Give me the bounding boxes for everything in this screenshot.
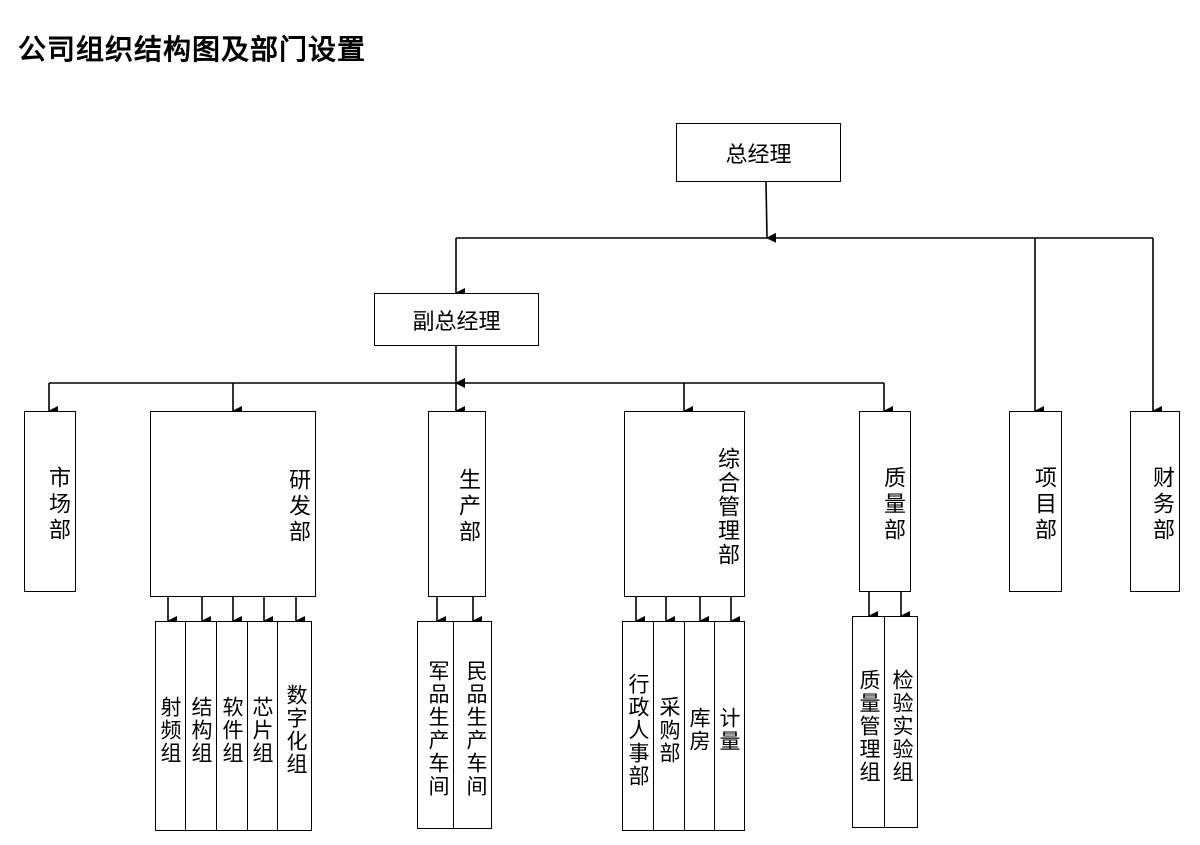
node-label: 市场部 [45, 465, 70, 544]
subgroup-admin-hr: 行政人事部 [622, 621, 654, 831]
subgroup-civil-workshop: 民品生产车间 [453, 621, 492, 829]
node-label: 副总经理 [412, 309, 501, 335]
node-label: 质量管理组 [857, 668, 881, 784]
node-label: 结构组 [189, 695, 213, 765]
subgroup-chip: 芯片组 [247, 621, 278, 831]
dept-finance: 财务部 [1130, 411, 1180, 592]
subgroup-quality-management: 质量管理组 [852, 616, 885, 828]
node-label: 总经理 [725, 142, 792, 168]
subgroup-metrology: 计量 [714, 621, 745, 831]
gm-connector [765, 181, 777, 243]
subgroup-digital: 数字化组 [277, 621, 312, 831]
node-general-manager: 总经理 [676, 123, 841, 182]
node-vice-general-manager: 副总经理 [374, 293, 539, 346]
node-label: 射频组 [158, 695, 182, 765]
dept-quality: 质量部 [859, 411, 911, 592]
node-label: 综合管理部 [714, 447, 739, 567]
node-label: 财务部 [1149, 465, 1174, 544]
dept-market: 市场部 [24, 411, 76, 592]
node-label: 芯片组 [250, 695, 274, 765]
node-label: 数字化组 [284, 684, 308, 776]
dept-production: 生产部 [428, 411, 486, 597]
node-label: 软件组 [220, 695, 244, 765]
subgroup-procurement: 采购部 [653, 621, 685, 831]
dept-rd: 研发部 [150, 411, 316, 597]
node-label: 生产部 [455, 468, 480, 546]
subgroup-rf: 射频组 [155, 621, 186, 831]
dept-project: 项目部 [1009, 411, 1062, 592]
node-label: 质量部 [880, 465, 905, 544]
subgroup-inspection-testing: 检验实验组 [884, 616, 918, 828]
node-label: 计量 [717, 707, 741, 753]
dept-general-management: 综合管理部 [624, 411, 745, 597]
node-label: 研发部 [285, 468, 310, 546]
subgroup-military-workshop: 军品生产车间 [417, 621, 454, 829]
subgroup-structure: 结构组 [185, 621, 217, 831]
node-label: 民品生产车间 [464, 660, 488, 798]
node-label: 库房 [687, 707, 711, 753]
node-label: 采购部 [657, 695, 681, 765]
subgroup-software: 软件组 [216, 621, 248, 831]
node-label: 项目部 [1031, 465, 1056, 544]
subgroup-warehouse: 库房 [684, 621, 715, 831]
node-label: 行政人事部 [626, 672, 650, 788]
node-label: 军品生产车间 [426, 660, 450, 798]
page-title: 公司组织结构图及部门设置 [18, 33, 367, 66]
node-label: 检验实验组 [890, 668, 914, 784]
